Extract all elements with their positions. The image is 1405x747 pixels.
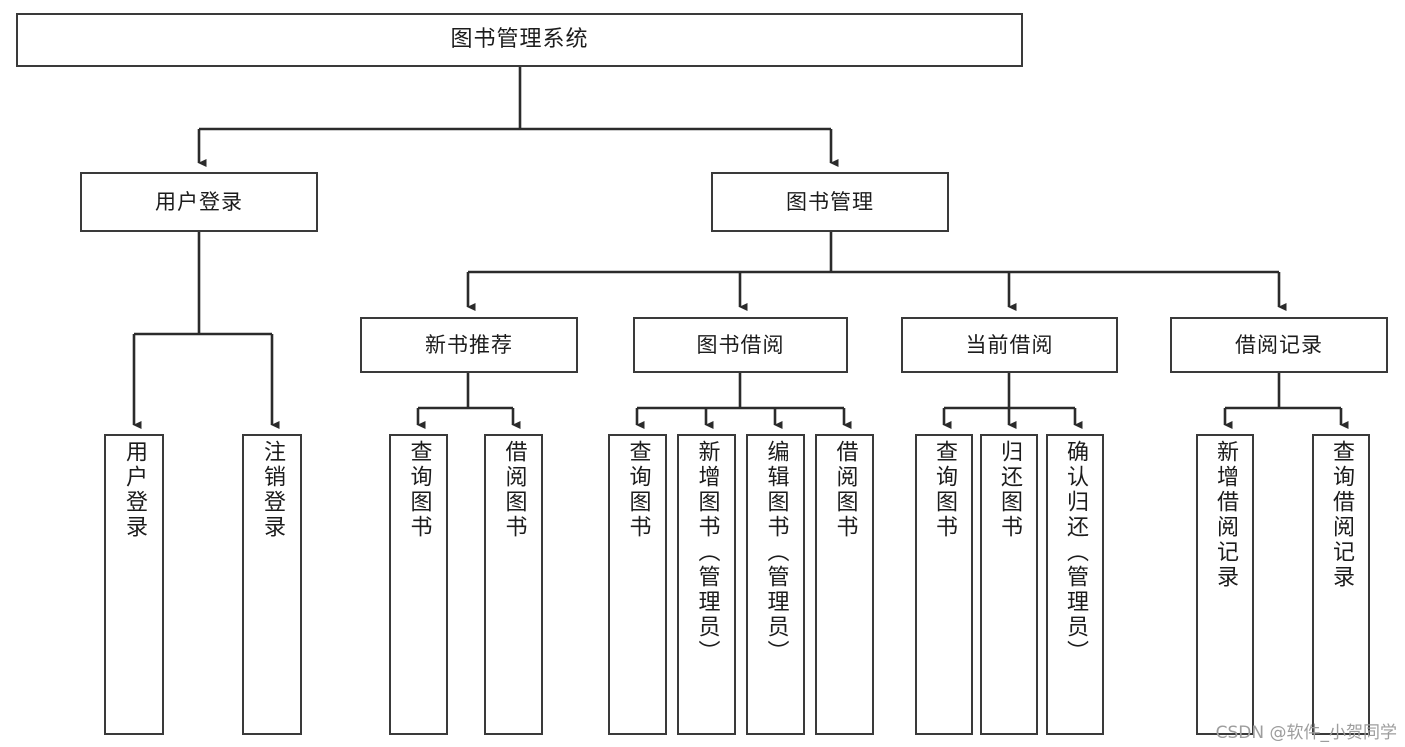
leaf-new-book-borrow-book[interactable]: 借阅图书 xyxy=(484,434,543,735)
leaf-user-login-logout[interactable]: 注销登录 xyxy=(242,434,302,735)
node-new-book-recommend[interactable]: 新书推荐 xyxy=(360,317,578,373)
node-label: 归还图书 xyxy=(997,440,1022,540)
leaf-current-borrow-query-book[interactable]: 查询图书 xyxy=(915,434,973,735)
node-label: 查询图书 xyxy=(406,440,432,540)
node-label: 当前借阅 xyxy=(965,332,1054,357)
leaf-book-borrow-add-book-admin[interactable]: 新增图书（管理员） xyxy=(677,434,736,735)
node-label: 新书推荐 xyxy=(425,332,513,357)
node-label: 借阅记录 xyxy=(1235,332,1323,357)
node-label: 编辑图书（管理员） xyxy=(763,440,789,665)
node-book-borrow[interactable]: 图书借阅 xyxy=(633,317,848,373)
node-label: 查询图书 xyxy=(932,440,957,540)
node-label: 借阅图书 xyxy=(501,440,527,540)
node-label: 图书管理系统 xyxy=(450,27,589,53)
node-label: 注销登录 xyxy=(260,440,285,540)
leaf-book-borrow-borrow-book[interactable]: 借阅图书 xyxy=(815,434,874,735)
node-current-borrow[interactable]: 当前借阅 xyxy=(901,317,1118,373)
leaf-book-borrow-edit-book-admin[interactable]: 编辑图书（管理员） xyxy=(746,434,805,735)
node-label: 新增借阅记录 xyxy=(1213,440,1238,590)
leaf-new-book-query-book[interactable]: 查询图书 xyxy=(389,434,448,735)
node-label: 借阅图书 xyxy=(832,440,858,540)
node-book-management[interactable]: 图书管理 xyxy=(711,172,949,232)
node-label: 用户登录 xyxy=(155,189,243,214)
node-label: 图书借阅 xyxy=(696,332,785,357)
leaf-current-borrow-confirm-return-admin[interactable]: 确认归还（管理员） xyxy=(1046,434,1104,735)
leaf-current-borrow-return-book[interactable]: 归还图书 xyxy=(980,434,1038,735)
node-root-book-management-system[interactable]: 图书管理系统 xyxy=(16,13,1023,67)
csdn-watermark: CSDN @软件_小贺同学 xyxy=(1215,723,1397,743)
leaf-borrow-record-query-record[interactable]: 查询借阅记录 xyxy=(1312,434,1370,735)
node-label: 查询图书 xyxy=(625,440,651,540)
node-label: 用户登录 xyxy=(122,440,147,540)
node-label: 确认归还（管理员） xyxy=(1063,440,1088,665)
node-label: 查询借阅记录 xyxy=(1329,440,1354,590)
leaf-user-login-login[interactable]: 用户登录 xyxy=(104,434,164,735)
leaf-borrow-record-add-record[interactable]: 新增借阅记录 xyxy=(1196,434,1254,735)
node-user-login[interactable]: 用户登录 xyxy=(80,172,318,232)
node-label: 图书管理 xyxy=(786,189,874,214)
node-borrow-record[interactable]: 借阅记录 xyxy=(1170,317,1388,373)
node-label: 新增图书（管理员） xyxy=(694,440,720,665)
leaf-book-borrow-query-book[interactable]: 查询图书 xyxy=(608,434,667,735)
